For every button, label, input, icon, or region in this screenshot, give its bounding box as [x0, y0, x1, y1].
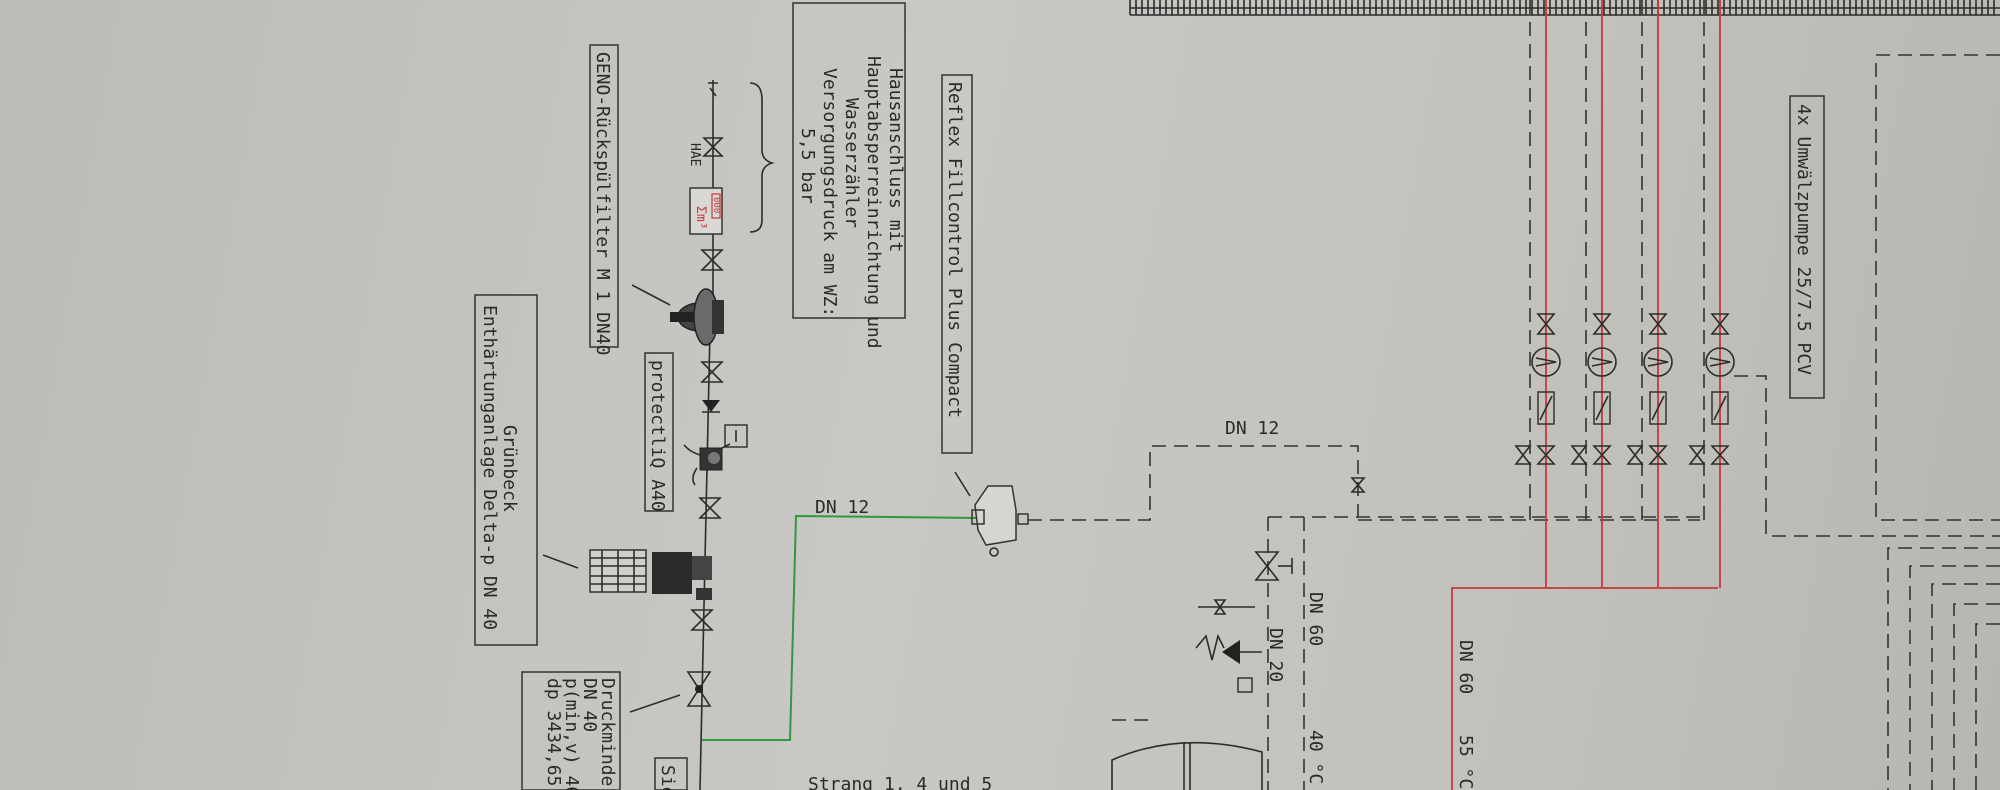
outer-frame-1 [1887, 547, 2000, 790]
cabinet-outline [1875, 54, 2000, 521]
grouping-brace [749, 82, 775, 233]
gruenbeck-line-2: Enthärtunganlage Delta-p DN 40 [479, 305, 500, 630]
storage-tank-icon [1111, 719, 1263, 790]
pump-string-3 [1626, 0, 1673, 588]
geno-label: GENO-Rückspülfilter M 1 DN40 [592, 52, 613, 355]
valve-after-softener-icon [690, 609, 714, 631]
druck-label-box [521, 671, 621, 790]
house-connection-box [792, 2, 906, 319]
supply-line-red [1451, 587, 1718, 790]
druck-label: Druckminde DN 40 p(min,v) 4645 dp 3434,6… [543, 678, 618, 790]
meter-display: 000 [711, 197, 721, 213]
reflex-leader [954, 471, 971, 497]
water-meter-icon [689, 187, 723, 235]
hae-label: HAE [687, 143, 702, 166]
geno-leader [631, 284, 671, 306]
strang-label: Strang 1, 4 und 5 [808, 774, 992, 790]
pump-string-1 [1514, 0, 1561, 588]
sie-label-box [654, 757, 688, 790]
outer-frame-5 [1975, 623, 2000, 790]
valve-hae-icon [702, 137, 724, 157]
outer-frame-3 [1931, 583, 2000, 790]
house-connection-line-2: Hauptabsperreinrichtung und [863, 56, 884, 349]
pump-string-2 [1570, 0, 1617, 588]
drain-valve-icon [1198, 599, 1255, 615]
druck-line-1: Druckminde [597, 678, 618, 786]
house-connection-line-3: Wasserzähler [841, 98, 862, 228]
gruenbeck-label: Grünbeck Enthärtunganlage Delta-p DN 40 [479, 305, 520, 630]
dn60-red-label: DN 60 [1455, 640, 1476, 694]
dn12-dashed-loop [1028, 445, 1359, 521]
pump-label-box [1789, 95, 1825, 399]
reflex-label: Reflex Fillcontrol Plus Compact [944, 82, 965, 418]
valve-after-filter-icon [700, 361, 724, 383]
house-connection-line-5: 5,5 bar [797, 128, 818, 204]
druck-line-4: dp 3434,65 [543, 678, 564, 786]
valve-after-meter-icon [700, 249, 724, 271]
pressure-reducer-icon [686, 671, 712, 707]
dn20-valve-icon [1254, 551, 1293, 581]
house-connection-text: Hausanschluss mit Hauptabsperreinrichtun… [797, 56, 906, 349]
house-connection-line-4: Versorgungsdruck am WZ: [819, 68, 840, 317]
gauge-icon [1237, 677, 1253, 693]
protect-label: protectliQ A40 [647, 360, 668, 512]
gruenbeck-leader [542, 554, 579, 569]
reflex-label-box [941, 74, 973, 454]
dn12-dashed-label: DN 12 [1225, 418, 1279, 439]
geno-filter-icon [670, 288, 724, 346]
fill-line-green [702, 514, 979, 741]
valve-after-protect-icon [698, 497, 722, 519]
protectliq-icon [683, 424, 748, 486]
druck-line-2: DN 40 [579, 678, 600, 732]
dn60-left-label: DN 60 [1305, 592, 1326, 646]
entry-cap-icon [708, 82, 718, 97]
house-connection-line-1: Hausanschluss mit [885, 68, 906, 252]
pump-string-4 [1688, 0, 1735, 588]
check-valve-icon [702, 400, 720, 413]
dn20-label: DN 20 [1265, 628, 1286, 682]
softener-icon [589, 549, 712, 600]
protect-label-box [644, 352, 674, 512]
top-border-hatch [1129, 0, 2000, 16]
sie-label: Sie [657, 765, 678, 790]
gruenbeck-label-box [474, 294, 538, 646]
druck-line-3: p(min,v) 4645 [561, 678, 582, 790]
gruenbeck-line-1: Grünbeck [499, 425, 520, 512]
druck-leader [629, 694, 681, 713]
outer-frame-2 [1909, 565, 2000, 790]
temp55-label: 55 °C [1455, 735, 1476, 789]
safety-valve-icon [1195, 633, 1262, 664]
reflex-unit-icon [971, 485, 1029, 557]
outer-frame-4 [1953, 603, 2000, 790]
dn12-valve-icon [1350, 477, 1366, 493]
meter-sigma: Σm³ [693, 206, 708, 229]
temp40-label: 40 °C [1305, 730, 1326, 784]
right-return-dashed [1734, 375, 2000, 537]
pump-label: 4x Umwälzpumpe 25/7.5 PCV [1793, 104, 1814, 375]
dn12-green-label: DN 12 [815, 497, 869, 518]
geno-label-box [589, 44, 619, 348]
